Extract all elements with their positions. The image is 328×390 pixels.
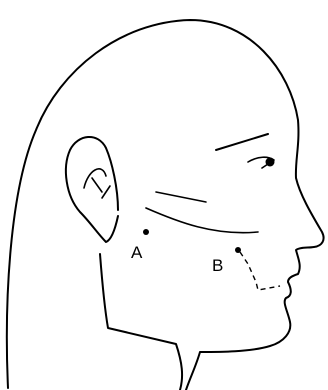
jaw-line <box>146 208 258 233</box>
neck-back-line <box>100 254 182 390</box>
eye-pupil <box>266 158 275 167</box>
cheekbone-line <box>156 192 206 202</box>
nasolabial-dashed-line <box>240 252 280 290</box>
ear-inner-line-1 <box>92 178 102 192</box>
point-b-label: B <box>212 256 223 275</box>
ear-outline <box>66 137 118 242</box>
ear-inner-line-2 <box>102 186 110 198</box>
point-a-marker <box>143 229 149 235</box>
head-outline <box>7 20 324 390</box>
eyebrow <box>216 134 268 150</box>
ear-inner-curl <box>84 169 106 188</box>
point-a-label: A <box>131 243 143 262</box>
point-b-marker <box>235 247 241 253</box>
